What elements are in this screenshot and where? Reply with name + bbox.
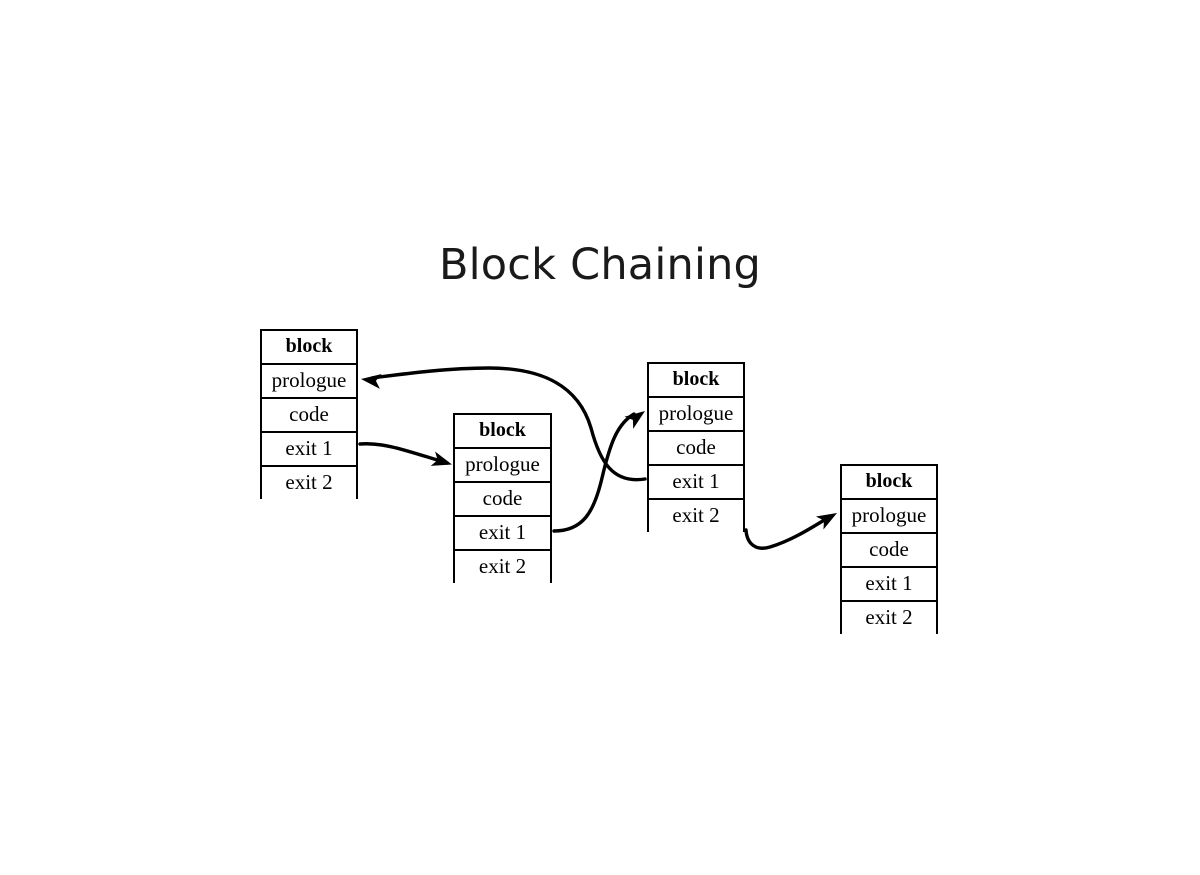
arrow-block2-exit1-to-block3-prologue [552,411,645,533]
block-4-row-exit-1: exit 1 [842,568,936,602]
page-title: Block Chaining [438,240,762,290]
block-1-row-block: block [262,331,356,365]
block-4-row-prologue: prologue [842,500,936,534]
block-4-row-code: code [842,534,936,568]
block-2-row-prologue: prologue [455,449,550,483]
arrow-block3-to-block4-prologue-arrowhead-icon [815,513,837,530]
block-4-row-block: block [842,466,936,500]
block-3-row-block: block [649,364,743,398]
block-2-row-exit-2: exit 2 [455,551,550,585]
block-2-row-exit-1: exit 1 [455,517,550,551]
arrow-block3-to-block4-prologue [744,513,837,550]
arrow-block1-exit1-to-block2-prologue [358,442,452,466]
block-1-row-prologue: prologue [262,365,356,399]
arrow-block2-exit1-to-block3-prologue-arrowhead-icon [624,411,645,429]
block-2-row-code: code [455,483,550,517]
block-1-row-code: code [262,399,356,433]
block-2-row-block: block [455,415,550,449]
arrow-block1-exit1-to-block2-prologue-arrowhead-icon [430,451,452,466]
block-1-row-exit-2: exit 2 [262,467,356,501]
block-3-row-exit-1: exit 1 [649,466,743,500]
block-4-row-exit-2: exit 2 [842,602,936,636]
block-3-row-prologue: prologue [649,398,743,432]
arrow-block3-exit1-to-block1-prologue-arrowhead-icon [361,373,382,389]
block-3-row-exit-2: exit 2 [649,500,743,534]
block-1-row-exit-1: exit 1 [262,433,356,467]
block-3-row-code: code [649,432,743,466]
